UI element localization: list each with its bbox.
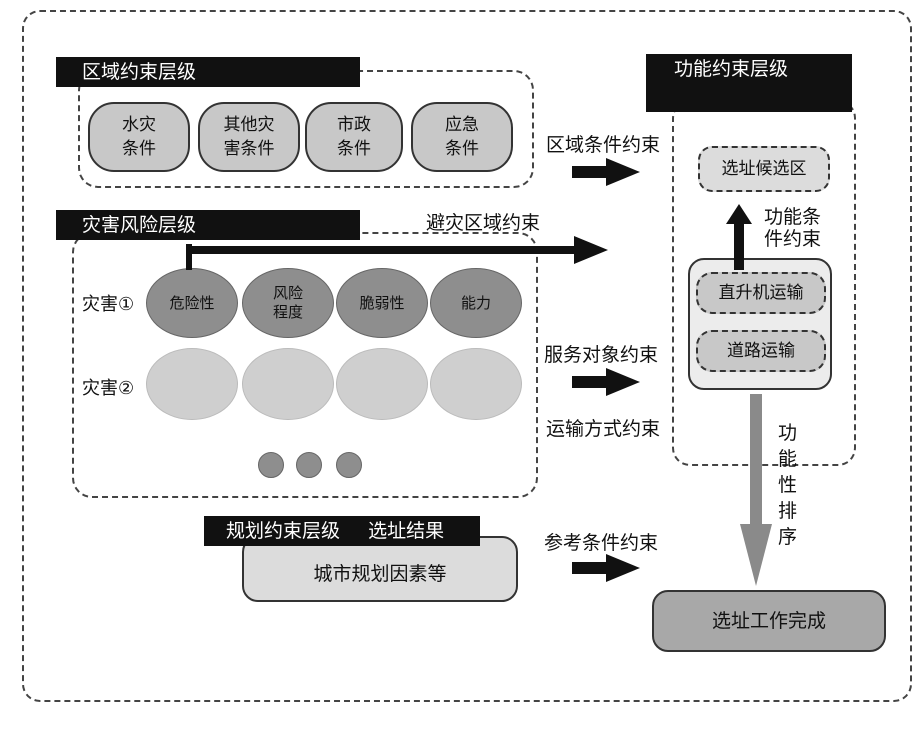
reference-constraint-arrow [572,554,640,582]
service-transport-arrow [572,368,640,396]
functional-sort-arrow [740,394,772,586]
regional-constraint-arrow [572,158,640,186]
avoid-constraint-arrow [186,236,608,270]
function-condition-arrow [726,204,752,270]
